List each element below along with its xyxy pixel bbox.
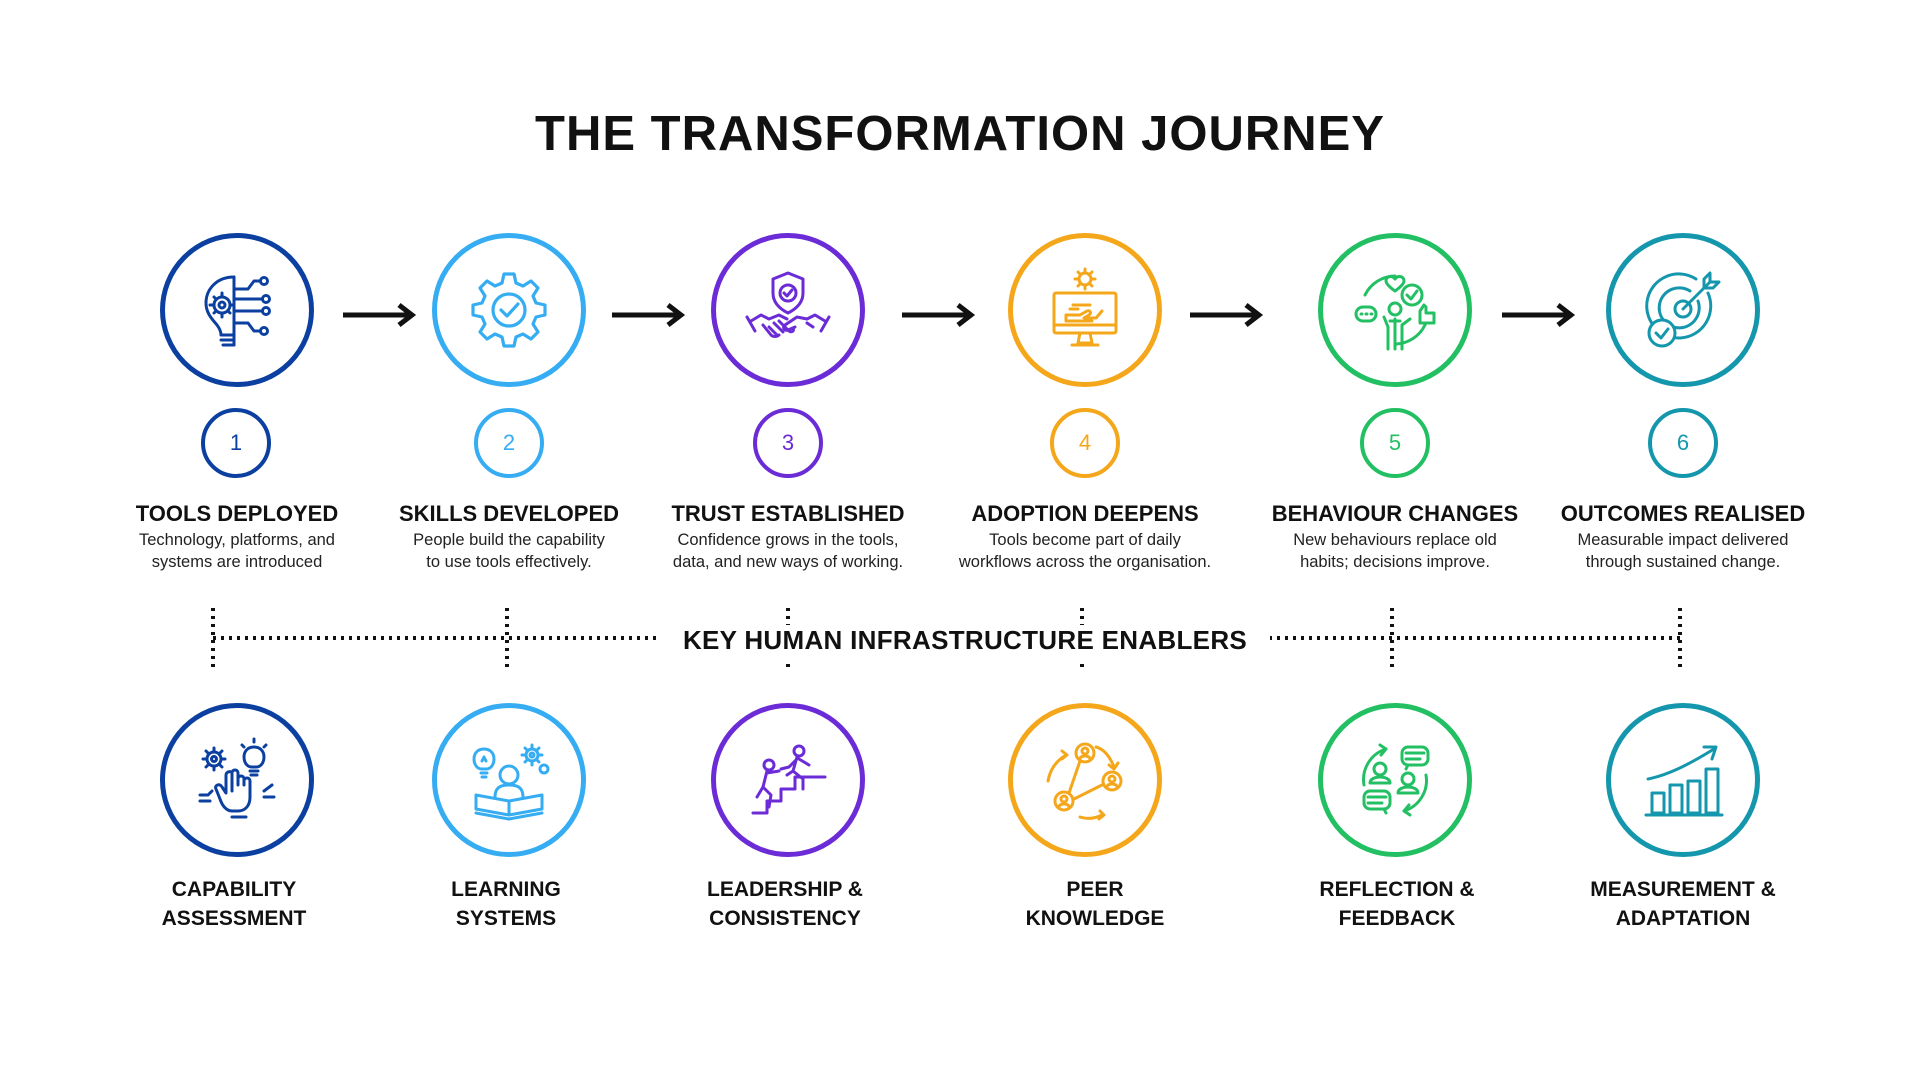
enabler-6-icon-ring (1606, 703, 1760, 857)
enabler-6-title-line-2: ADAPTATION (1615, 907, 1751, 930)
stage-6-title: OUTCOMES REALISED (1560, 501, 1806, 526)
arrow-right-icon (902, 303, 976, 327)
target-check-icon (1645, 271, 1721, 348)
page-title: THE TRANSFORMATION JOURNEY (535, 107, 1385, 161)
stage-1-number-badge: 1 (201, 408, 271, 478)
enabler-3-icon-ring (711, 703, 865, 857)
stage-number: 2 (502, 430, 516, 455)
arrow-right-icon (1502, 303, 1576, 327)
stage-3-desc-line-1: Confidence grows in the tools, (677, 531, 899, 549)
lightbulb-circuit-icon (204, 275, 271, 347)
enabler-5-icon-ring (1318, 703, 1472, 857)
helping-climb-stairs-icon (751, 744, 827, 815)
stage-6-icon-ring (1606, 233, 1760, 387)
stage-2-desc-line-2: to use tools effectively. (426, 553, 592, 571)
stage-4-desc-line-1: Tools become part of daily (989, 531, 1181, 549)
monitor-hand-gear-icon (1052, 267, 1118, 347)
stage-5-title: BEHAVIOUR CHANGES (1271, 501, 1519, 526)
stage-2-title: SKILLS DEVELOPED (398, 501, 620, 526)
arrow-right-icon (612, 303, 686, 327)
growth-bar-chart-icon (1644, 745, 1724, 817)
stage-number: 6 (1676, 430, 1690, 455)
enabler-1-title-line-1: CAPABILITY (171, 878, 297, 901)
stage-2-number-badge: 2 (474, 408, 544, 478)
stage-5-desc-line-2: habits; decisions improve. (1300, 553, 1490, 571)
stage-4-title: ADOPTION DEEPENS (971, 501, 1199, 526)
enabler-4-title-line-1: PEER (1066, 878, 1124, 901)
stage-2-desc-line-1: People build the capability (413, 531, 605, 549)
enabler-2-title-line-2: SYSTEMS (455, 907, 557, 930)
stage-4-icon-ring (1008, 233, 1162, 387)
enabler-4-title-line-2: KNOWLEDGE (1025, 907, 1165, 930)
enabler-2-icon-ring (432, 703, 586, 857)
enabler-3-title-line-2: CONSISTENCY (709, 907, 861, 930)
hand-gears-bulb-icon (198, 737, 276, 819)
enabler-2-title-line-1: LEARNING (451, 878, 561, 901)
enabler-1-title-line-2: ASSESSMENT (161, 907, 307, 930)
stage-6-number-badge: 6 (1648, 408, 1718, 478)
stage-3-title: TRUST ESTABLISHED (671, 501, 905, 526)
stage-number: 1 (229, 430, 243, 455)
shield-handshake-icon (745, 271, 831, 338)
stage-number: 4 (1078, 430, 1092, 455)
enabler-3-title-line-1: LEADERSHIP & (707, 878, 863, 901)
stage-6-desc-line-1: Measurable impact delivered (1577, 531, 1789, 549)
enabler-1-icon-ring (160, 703, 314, 857)
people-network-icon (1046, 742, 1123, 821)
people-chat-cycle-icon (1362, 743, 1430, 817)
enabler-5-title-line-2: FEEDBACK (1338, 907, 1456, 930)
stage-1-title: TOOLS DEPLOYED (135, 501, 339, 526)
enabler-6-title-line-1: MEASUREMENT & (1590, 878, 1776, 901)
stage-2-icon-ring (432, 233, 586, 387)
stage-3-number-badge: 3 (753, 408, 823, 478)
stage-5-desc-line-1: New behaviours replace old (1293, 531, 1497, 549)
stage-number: 5 (1388, 430, 1402, 455)
stage-4-number-badge: 4 (1050, 408, 1120, 478)
person-feedback-cycle-icon (1354, 274, 1436, 351)
enabler-5-title-line-1: REFLECTION & (1319, 878, 1475, 901)
arrow-right-icon (343, 303, 417, 327)
stage-5-number-badge: 5 (1360, 408, 1430, 478)
stage-3-icon-ring (711, 233, 865, 387)
stage-4-desc-line-2: workflows across the organisation. (958, 553, 1212, 571)
stage-3-desc-line-2: data, and new ways of working. (672, 553, 904, 571)
enablers-heading: KEY HUMAN INFRASTRUCTURE ENABLERS (660, 625, 1270, 659)
arrow-right-icon (1190, 303, 1264, 327)
stage-5-icon-ring (1318, 233, 1472, 387)
gear-check-icon (471, 272, 547, 348)
stage-6-desc-line-2: through sustained change. (1585, 553, 1781, 571)
enabler-4-icon-ring (1008, 703, 1162, 857)
reader-book-icon (472, 743, 550, 821)
stage-1-icon-ring (160, 233, 314, 387)
stage-1-desc-line-2: systems are introduced (151, 553, 323, 571)
stage-number: 3 (781, 430, 795, 455)
stage-1-desc-line-1: Technology, platforms, and (139, 531, 335, 549)
